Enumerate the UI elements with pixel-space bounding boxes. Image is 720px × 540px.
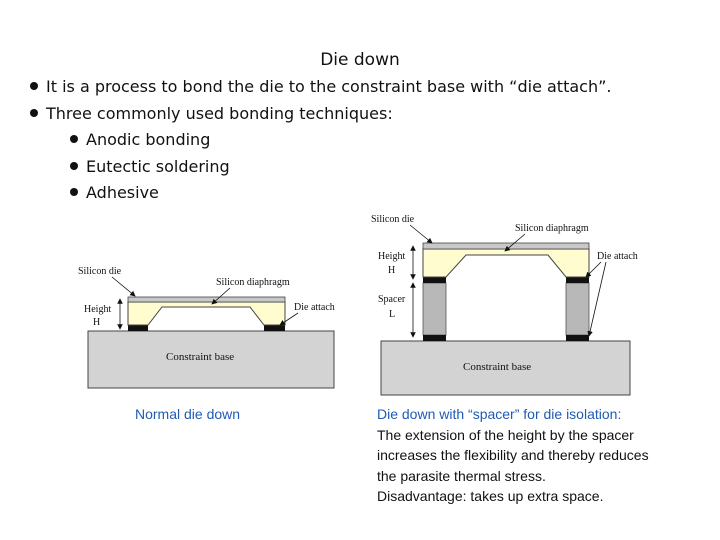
sub-bullet-text: Adhesive — [86, 183, 159, 202]
bullet-text: It is a process to bond the die to the c… — [46, 77, 612, 96]
silicon-die-right — [422, 248, 590, 278]
page-title: Die down — [320, 50, 400, 70]
spacer-caption-title: Die down with “spacer” for die isolation… — [377, 406, 621, 422]
silicon-diaphragm-pointer-right — [504, 233, 526, 252]
height-symbol-left: H — [93, 317, 100, 328]
silicon-diaphragm-right — [422, 242, 590, 250]
spacer-right-2 — [565, 282, 590, 336]
spacer-label-right: Spacer — [378, 294, 406, 305]
silicon-die-label-left: Silicon die — [78, 266, 122, 277]
bullet-dot-icon — [30, 108, 38, 117]
constraint-base-label-right: Constraint base — [463, 361, 531, 373]
spacer-caption-line: Disadvantage: takes up extra space. — [377, 488, 603, 504]
spacer-caption-line: the parasite thermal stress. — [377, 468, 546, 484]
constraint-base-label-left: Constraint base — [166, 351, 234, 363]
die-attach-pointer-right-2 — [587, 261, 607, 337]
die-attach-left-1 — [128, 325, 148, 331]
silicon-die-left — [127, 301, 286, 326]
die-attach-label-right: Die attach — [597, 251, 638, 262]
spacer-right-1 — [422, 282, 447, 336]
die-attach-right-4 — [566, 335, 589, 341]
sub-bullet-item: Anodic bonding — [30, 127, 611, 154]
bullet-dot-icon — [70, 188, 78, 196]
bullet-item: It is a process to bond the die to the c… — [30, 74, 611, 101]
height-label-right: Height — [378, 251, 405, 262]
silicon-diaphragm-left — [127, 296, 286, 303]
silicon-die-pointer-right — [409, 224, 433, 244]
bullet-dot-icon — [30, 82, 38, 90]
silicon-diaphragm-label-right: Silicon diaphragm — [515, 223, 589, 234]
normal-die-down-diagram: Constraint base Silicon die Silicon diap… — [78, 266, 335, 422]
die-attach-right-2 — [566, 277, 589, 283]
spacer-caption-line: increases the flexibility and thereby re… — [377, 447, 649, 463]
height-symbol-right: H — [388, 265, 395, 276]
constraint-base-right — [380, 340, 631, 396]
die-attach-pointer-left — [279, 312, 299, 326]
silicon-die-label-right: Silicon die — [371, 214, 415, 225]
bullet-dot-icon — [70, 135, 78, 143]
spacer-caption-line: The extension of the height by the space… — [377, 427, 634, 443]
die-attach-pointer-right-1 — [585, 261, 602, 278]
height-label-left: Height — [84, 304, 111, 315]
die-attach-right-3 — [423, 335, 446, 341]
sub-bullet-item: Adhesive — [30, 180, 611, 207]
bullet-list: It is a process to bond the die to the c… — [30, 74, 611, 207]
die-attach-right-1 — [423, 277, 446, 283]
silicon-diaphragm-pointer-left — [211, 287, 231, 305]
spacer-symbol-right: L — [389, 309, 395, 320]
normal-die-down-caption: Normal die down — [135, 406, 240, 422]
die-attach-left-2 — [264, 325, 285, 331]
silicon-diaphragm-label-left: Silicon diaphragm — [216, 277, 290, 288]
bullet-item: Three commonly used bonding techniques: — [30, 101, 611, 128]
silicon-die-pointer-left — [111, 276, 136, 297]
bullet-dot-icon — [70, 161, 78, 170]
constraint-base-left — [87, 330, 335, 389]
die-attach-label-left: Die attach — [294, 302, 335, 313]
bullet-text: Three commonly used bonding techniques: — [46, 103, 393, 123]
sub-bullet-text: Anodic bonding — [86, 130, 211, 149]
sub-bullet-text: Eutectic soldering — [86, 156, 230, 176]
sub-bullet-item: Eutectic soldering — [30, 154, 611, 181]
spacer-die-down-diagram: Constraint base Silicon die Silicon diap… — [371, 214, 649, 504]
